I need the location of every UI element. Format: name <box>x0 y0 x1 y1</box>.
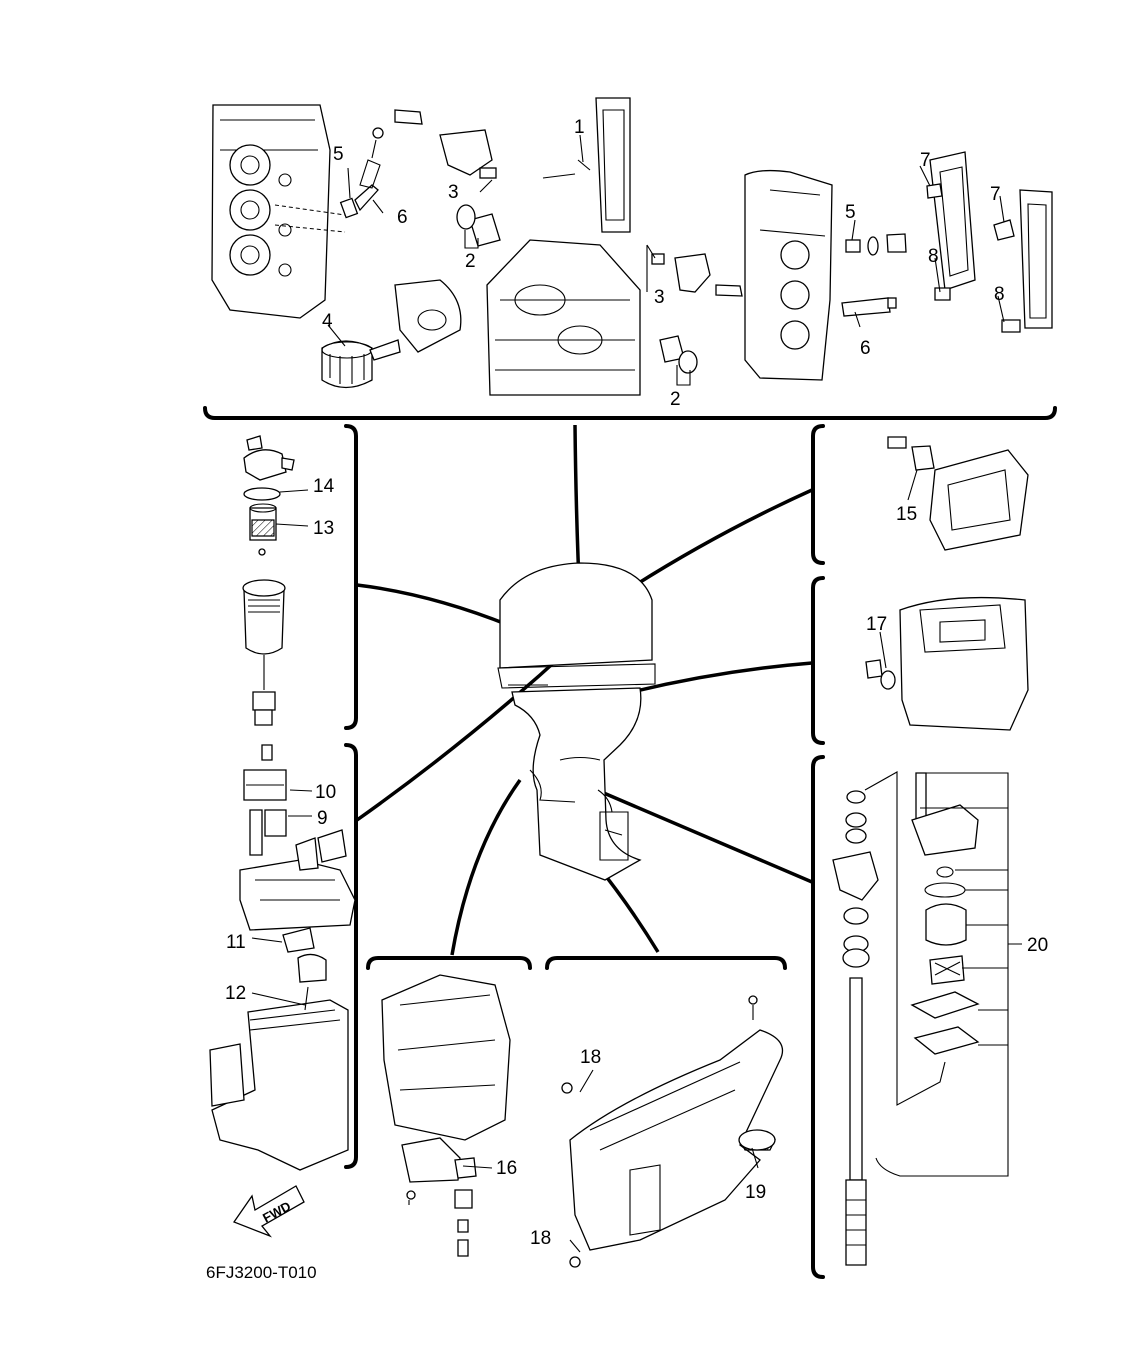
callout-18-bottom: 18 <box>530 1228 551 1249</box>
callout-9: 9 <box>317 808 328 829</box>
outboard-motor-silhouette <box>497 562 656 881</box>
water-pump-bracket <box>811 755 825 1279</box>
callout-19: 19 <box>745 1182 766 1203</box>
callout-12: 12 <box>225 983 246 1004</box>
group-brackets <box>203 406 1057 1279</box>
callout-11: 11 <box>226 932 246 953</box>
vapor-separator-group <box>209 744 356 1171</box>
exhaust-guide-group <box>865 596 1029 731</box>
top-engine-group <box>211 97 1053 396</box>
callout-20: 20 <box>1027 935 1048 956</box>
lower-case-bracket <box>545 956 787 970</box>
callout-5-right: 5 <box>845 202 856 223</box>
exhaust-guide-bracket <box>811 576 825 745</box>
callout-13: 13 <box>313 518 334 539</box>
callout-8-left: 8 <box>928 246 939 267</box>
fuel-filter-bracket <box>344 424 358 730</box>
callout-5-left: 5 <box>333 144 344 165</box>
callout-labels: 1 5 6 3 2 3 2 4 7 7 5 8 8 6 14 13 15 17 … <box>206 117 1048 1282</box>
drawing-code: 6FJ3200-T010 <box>206 1263 317 1282</box>
callout-3-top: 3 <box>448 182 459 203</box>
lower-case-group <box>561 995 784 1268</box>
callout-18-top: 18 <box>580 1047 601 1068</box>
callout-7-left: 7 <box>920 150 931 171</box>
bracket-group <box>381 974 511 1257</box>
callout-8-right: 8 <box>994 284 1005 305</box>
callout-4: 4 <box>322 311 333 332</box>
callout-6-left: 6 <box>397 207 408 228</box>
vapor-separator-bracket <box>344 743 358 1169</box>
fwd-arrow-icon: FWD <box>232 1185 305 1238</box>
callout-16: 16 <box>496 1158 517 1179</box>
exhaust-cover-bracket <box>811 424 825 565</box>
bracket-group-bracket <box>366 956 532 970</box>
callout-6-right: 6 <box>860 338 871 359</box>
callout-7-right: 7 <box>990 184 1001 205</box>
callout-10: 10 <box>315 782 336 803</box>
callout-1: 1 <box>574 117 585 138</box>
fuel-filter-group <box>242 435 309 726</box>
fwd-label: FWD <box>260 1198 293 1225</box>
water-pump-group <box>832 771 1022 1266</box>
callout-3-mid: 3 <box>654 287 665 308</box>
callout-2-mid: 2 <box>670 389 681 410</box>
callout-15: 15 <box>896 504 917 525</box>
top-group-bracket <box>203 406 1057 420</box>
exhaust-cover-group <box>887 436 1029 551</box>
callout-14: 14 <box>313 476 335 497</box>
callout-2-top: 2 <box>465 251 476 272</box>
callout-17: 17 <box>866 614 887 635</box>
